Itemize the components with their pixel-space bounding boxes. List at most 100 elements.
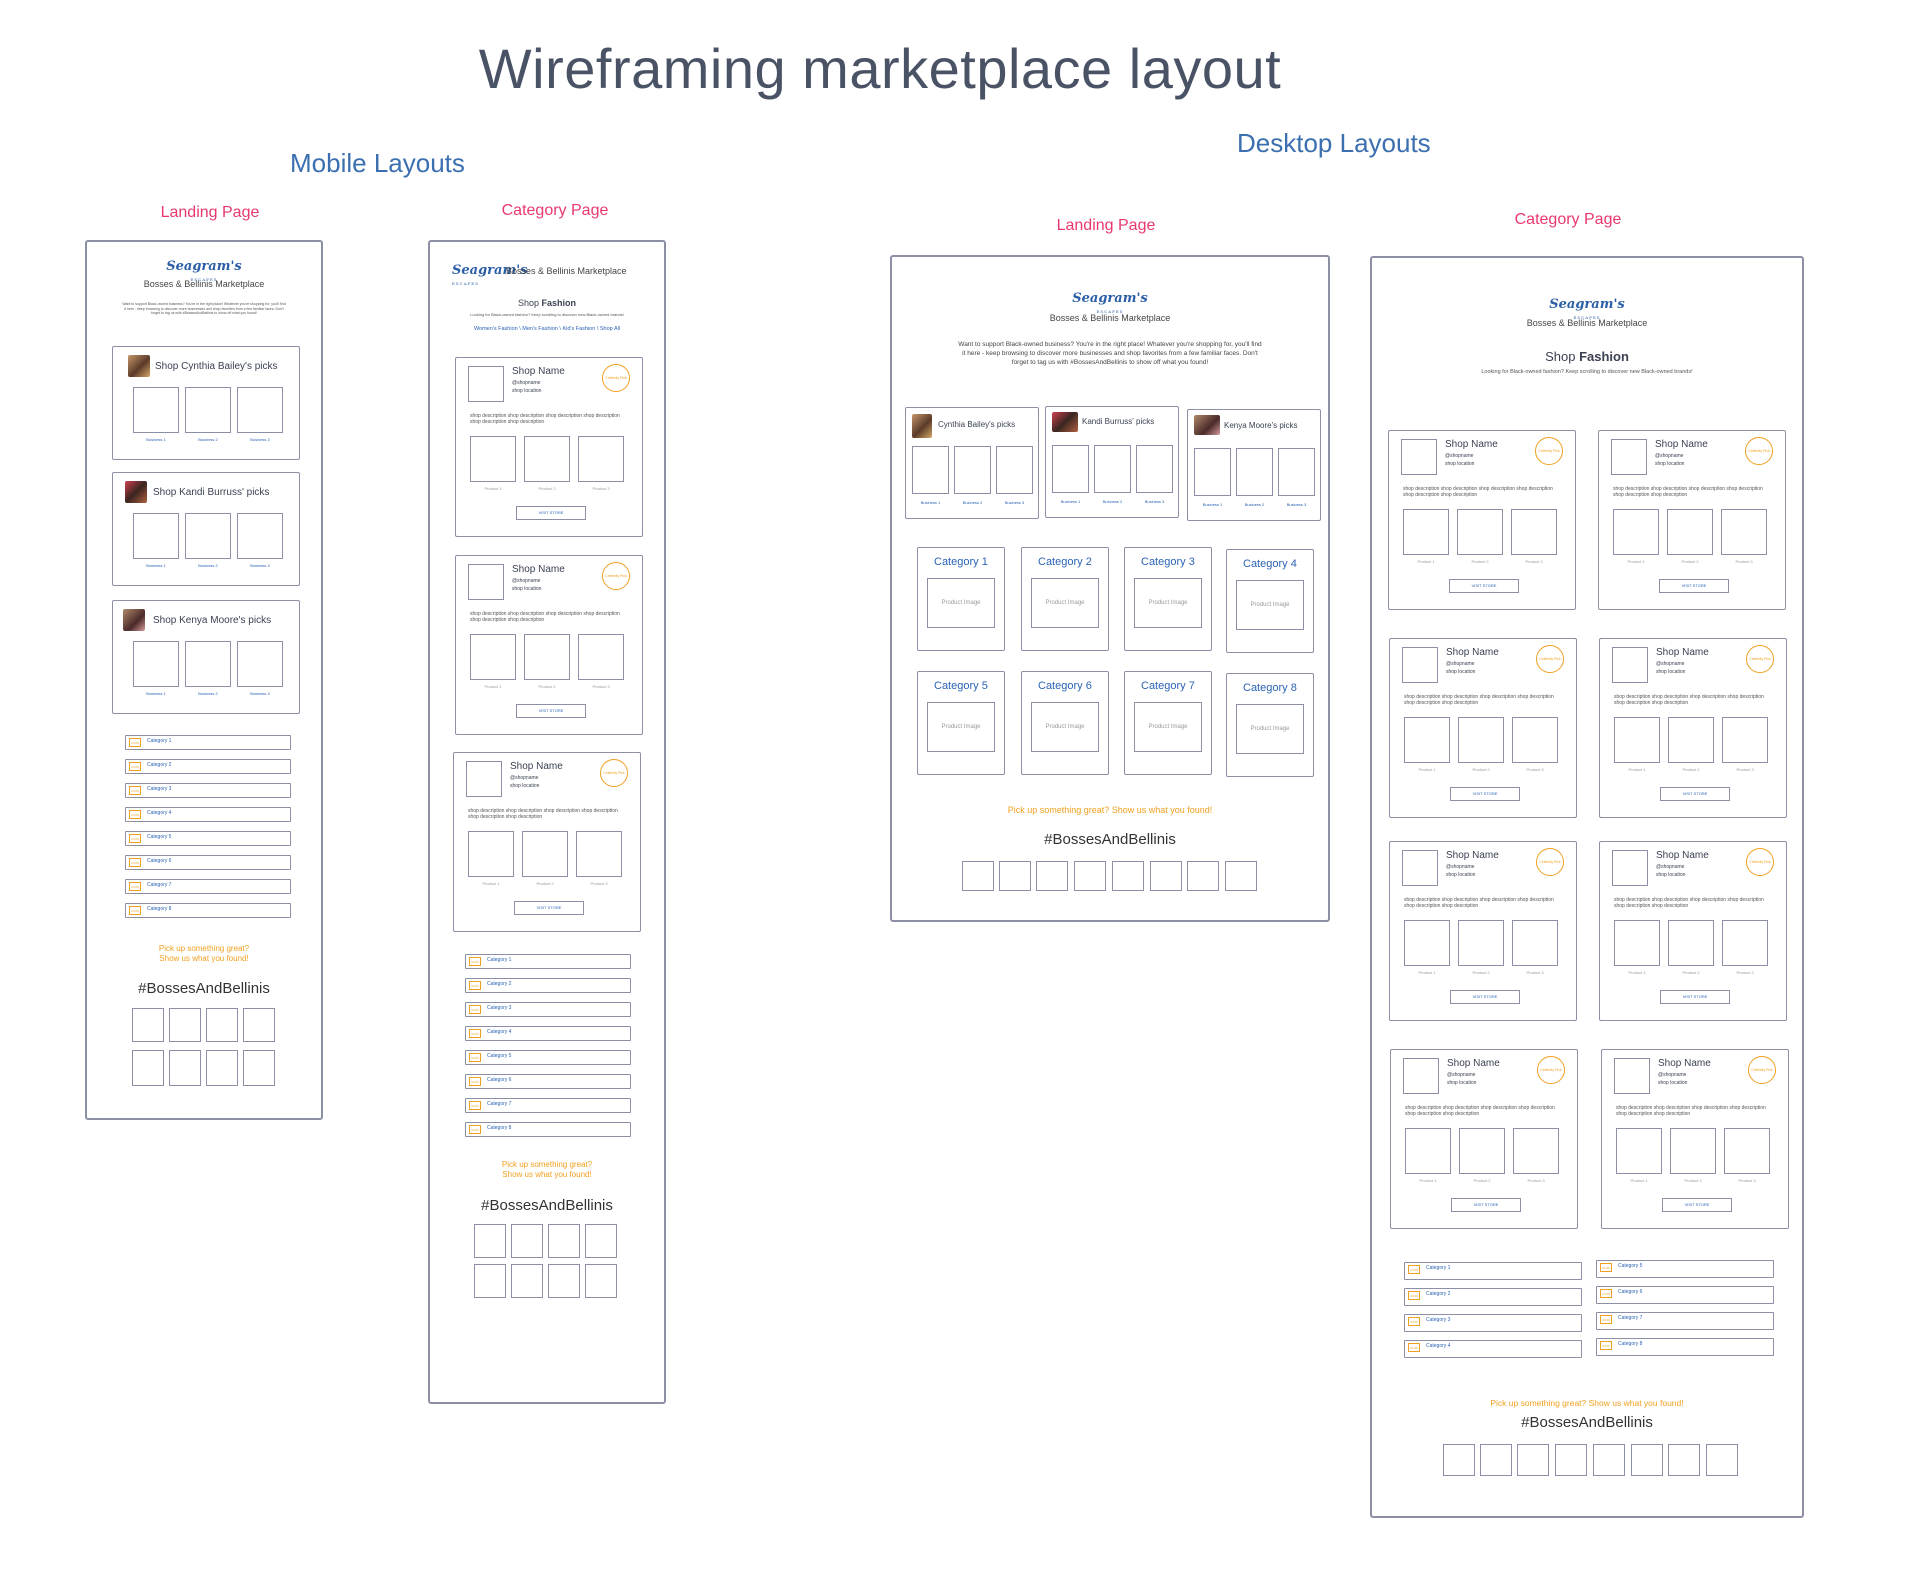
ugc-photo[interactable] bbox=[962, 861, 994, 891]
ugc-photo[interactable] bbox=[1668, 1444, 1700, 1476]
ugc-photo[interactable] bbox=[585, 1264, 617, 1298]
shop-card[interactable]: Shop Name @shopname shop location Celebr… bbox=[1599, 638, 1787, 818]
ugc-photo[interactable] bbox=[585, 1224, 617, 1258]
visit-store-button[interactable]: VISIT STORE bbox=[1451, 1198, 1521, 1212]
product-image[interactable] bbox=[1458, 920, 1504, 966]
shop-card[interactable]: Shop Name @shopname shop location Celebr… bbox=[1390, 1049, 1578, 1229]
ugc-photo[interactable] bbox=[1150, 861, 1182, 891]
product-image[interactable] bbox=[1614, 717, 1660, 763]
product-image[interactable] bbox=[524, 436, 570, 482]
visit-store-button[interactable]: VISIT STORE bbox=[1660, 787, 1730, 801]
business-image[interactable] bbox=[185, 513, 231, 559]
shop-card[interactable]: Shop Name @shopname shop location Celebr… bbox=[1598, 430, 1786, 610]
ugc-photo[interactable] bbox=[1112, 861, 1144, 891]
business-image[interactable] bbox=[133, 387, 179, 433]
shop-card[interactable]: Shop Name @shopname shop location Celebr… bbox=[1389, 841, 1577, 1021]
product-image[interactable] bbox=[470, 634, 516, 680]
product-image[interactable] bbox=[1668, 920, 1714, 966]
ugc-photo[interactable] bbox=[1187, 861, 1219, 891]
shop-card[interactable]: Shop Name @shopname shop location Celebr… bbox=[1388, 430, 1576, 610]
business-image[interactable] bbox=[1094, 445, 1131, 493]
visit-store-button[interactable]: VISIT STORE bbox=[1660, 990, 1730, 1004]
product-image[interactable] bbox=[1724, 1128, 1770, 1174]
ugc-photo[interactable] bbox=[474, 1224, 506, 1258]
visit-store-button[interactable]: VISIT STORE bbox=[516, 506, 586, 520]
product-image[interactable] bbox=[1667, 509, 1713, 555]
product-image[interactable] bbox=[1404, 920, 1450, 966]
picks-card[interactable]: Kenya Moore's picks Business 1 Business … bbox=[1187, 409, 1321, 521]
ugc-photo[interactable] bbox=[548, 1224, 580, 1258]
ugc-photo[interactable] bbox=[243, 1050, 275, 1086]
product-image[interactable] bbox=[1457, 509, 1503, 555]
visit-store-button[interactable]: VISIT STORE bbox=[516, 704, 586, 718]
product-image[interactable] bbox=[1513, 1128, 1559, 1174]
product-image[interactable] bbox=[1512, 717, 1558, 763]
business-image[interactable] bbox=[1194, 448, 1231, 496]
product-image[interactable] bbox=[578, 634, 624, 680]
product-image[interactable] bbox=[522, 831, 568, 877]
product-image[interactable] bbox=[1670, 1128, 1716, 1174]
shop-card[interactable]: Shop Name @shopname shop location Celebr… bbox=[1389, 638, 1577, 818]
ugc-photo[interactable] bbox=[132, 1008, 164, 1042]
business-image[interactable] bbox=[237, 513, 283, 559]
business-image[interactable] bbox=[133, 513, 179, 559]
ugc-photo[interactable] bbox=[243, 1008, 275, 1042]
ugc-photo[interactable] bbox=[1631, 1444, 1663, 1476]
visit-store-button[interactable]: VISIT STORE bbox=[1659, 579, 1729, 593]
shop-card[interactable]: Shop Name @shopname shop location Celebr… bbox=[453, 752, 641, 932]
product-image[interactable] bbox=[1722, 717, 1768, 763]
business-image[interactable] bbox=[1136, 445, 1173, 493]
ugc-photo[interactable] bbox=[511, 1224, 543, 1258]
business-image[interactable] bbox=[954, 446, 991, 494]
ugc-photo[interactable] bbox=[132, 1050, 164, 1086]
picks-card[interactable]: Kandi Burruss' picks Business 1 Business… bbox=[1045, 406, 1179, 518]
product-image[interactable] bbox=[470, 436, 516, 482]
picks-card[interactable]: Shop Kandi Burruss' picks Business 1 Bus… bbox=[112, 472, 300, 586]
product-image[interactable] bbox=[524, 634, 570, 680]
ugc-photo[interactable] bbox=[206, 1050, 238, 1086]
ugc-photo[interactable] bbox=[1225, 861, 1257, 891]
product-image[interactable] bbox=[1722, 920, 1768, 966]
product-image[interactable] bbox=[1511, 509, 1557, 555]
ugc-photo[interactable] bbox=[548, 1264, 580, 1298]
product-image[interactable] bbox=[1405, 1128, 1451, 1174]
ugc-photo[interactable] bbox=[999, 861, 1031, 891]
product-image[interactable] bbox=[468, 831, 514, 877]
visit-store-button[interactable]: VISIT STORE bbox=[1662, 1198, 1732, 1212]
business-image[interactable] bbox=[185, 387, 231, 433]
visit-store-button[interactable]: VISIT STORE bbox=[1450, 787, 1520, 801]
visit-store-button[interactable]: VISIT STORE bbox=[1449, 579, 1519, 593]
product-image[interactable] bbox=[1403, 509, 1449, 555]
visit-store-button[interactable]: VISIT STORE bbox=[1450, 990, 1520, 1004]
product-image[interactable] bbox=[1512, 920, 1558, 966]
product-image[interactable] bbox=[1616, 1128, 1662, 1174]
business-image[interactable] bbox=[996, 446, 1033, 494]
shop-card[interactable]: Shop Name @shopname shop location Celebr… bbox=[1599, 841, 1787, 1021]
ugc-photo[interactable] bbox=[1443, 1444, 1475, 1476]
product-image[interactable] bbox=[1404, 717, 1450, 763]
business-image[interactable] bbox=[912, 446, 949, 494]
product-image[interactable] bbox=[1668, 717, 1714, 763]
visit-store-button[interactable]: VISIT STORE bbox=[514, 901, 584, 915]
ugc-photo[interactable] bbox=[1074, 861, 1106, 891]
